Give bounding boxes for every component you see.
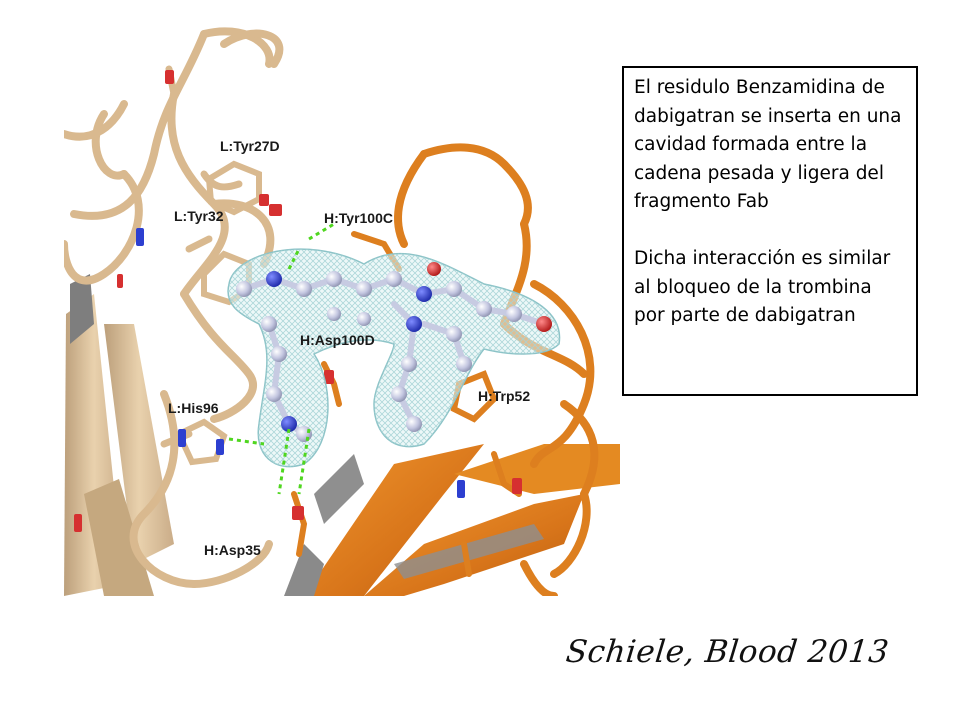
label-h-asp35: H:Asp35 xyxy=(204,542,261,558)
protein-structure-image xyxy=(64,27,620,596)
protein-structure-figure: L:Tyr27D L:Tyr32 H:Tyr100C H:Asp100D L:H… xyxy=(64,24,620,596)
label-l-his96: L:His96 xyxy=(168,400,219,416)
citation: Schiele, Blood 2013 xyxy=(564,634,891,670)
hydrogen-bonds xyxy=(228,222,335,495)
heavy-chain-sheet xyxy=(284,444,620,596)
light-chain-sheet xyxy=(64,274,174,596)
light-chain-loops xyxy=(64,27,284,588)
heavy-chain-atoms xyxy=(274,204,522,520)
label-l-tyr32: L:Tyr32 xyxy=(174,208,224,224)
label-l-tyr27d: L:Tyr27D xyxy=(220,138,280,154)
explanation-paragraph-1: El residulo Benzamidina de dabigatran se… xyxy=(634,77,902,213)
light-chain-atoms xyxy=(74,70,279,532)
heavy-chain-sidechains xyxy=(291,231,522,577)
ligand-atoms xyxy=(236,262,552,442)
label-h-asp100d: H:Asp100D xyxy=(300,332,375,348)
label-h-trp52: H:Trp52 xyxy=(478,388,531,404)
label-h-tyr100c: H:Tyr100C xyxy=(324,210,393,226)
explanation-paragraph-2: Dicha interacción es similar al bloqueo … xyxy=(634,247,891,327)
explanation-textbox: El residulo Benzamidina de dabigatran se… xyxy=(622,66,918,396)
